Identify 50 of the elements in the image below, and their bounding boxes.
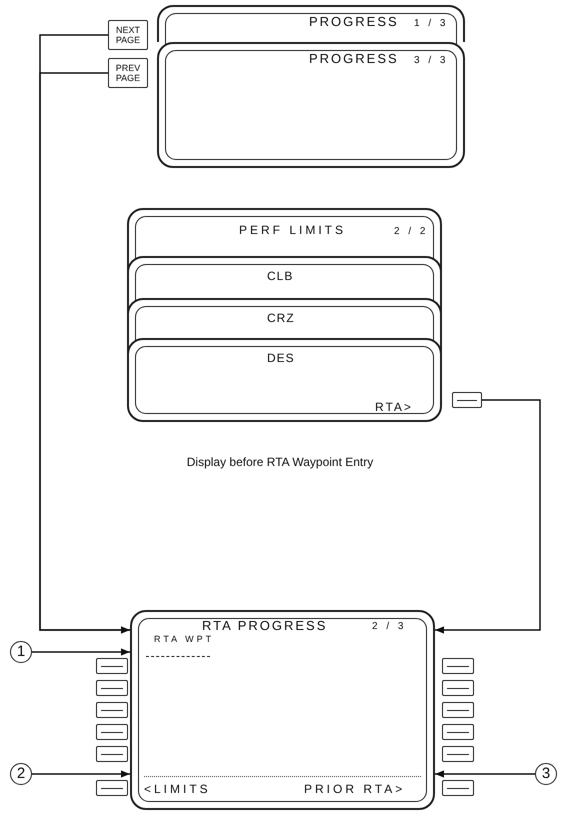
line-select-key xyxy=(442,780,474,796)
display-page xyxy=(127,298,442,338)
field-label: RTA WPT xyxy=(154,634,214,644)
callout-number: 1 xyxy=(16,643,26,661)
function-key xyxy=(108,20,148,50)
callout-circle xyxy=(10,641,32,663)
display-page xyxy=(127,256,442,298)
display-page xyxy=(157,5,465,42)
line-select-key xyxy=(442,680,474,696)
page-title: RTA PROGRESS xyxy=(202,618,328,633)
line-select-key xyxy=(442,746,474,762)
line-select-key xyxy=(96,780,128,796)
prompt-text: PRIOR RTA> xyxy=(304,782,406,796)
line-select-key xyxy=(96,724,128,740)
page-title: CLB xyxy=(267,269,294,283)
page-title: PROGRESS xyxy=(309,14,399,29)
line-select-key xyxy=(442,658,474,674)
callout-circle xyxy=(10,763,32,785)
arrow xyxy=(32,770,130,778)
line-select-key xyxy=(96,746,128,762)
page-title: DES xyxy=(267,351,295,365)
page-number: 2 / 2 xyxy=(394,226,428,237)
display-page xyxy=(127,338,442,422)
arrow xyxy=(435,770,535,778)
page-number: 3 / 3 xyxy=(414,55,448,66)
caption: Display before RTA Waypoint Entry xyxy=(186,455,374,469)
page-number: 1 / 3 xyxy=(414,18,448,29)
display-page xyxy=(157,42,465,168)
arrow xyxy=(435,399,541,634)
display-page xyxy=(127,208,442,420)
callout-number: 3 xyxy=(540,765,552,783)
function-key xyxy=(108,58,148,88)
page-title: PERF LIMITS xyxy=(239,223,346,237)
arrow xyxy=(32,648,130,656)
prompt-text: RTA> xyxy=(375,400,413,414)
line-select-key xyxy=(96,702,128,718)
key-label: NEXT PAGE xyxy=(114,24,142,46)
line-select-key xyxy=(96,680,128,696)
line-select-key xyxy=(442,702,474,718)
line-select-key xyxy=(96,658,128,674)
display-page xyxy=(130,610,435,810)
line-select-key xyxy=(442,724,474,740)
prompt-text: <LIMITS xyxy=(144,782,211,796)
key-label: PREV PAGE xyxy=(114,62,142,84)
page-number: 2 / 3 xyxy=(372,621,406,632)
page-title: CRZ xyxy=(267,311,295,325)
page-title: PROGRESS xyxy=(309,51,399,66)
callout-number: 2 xyxy=(16,765,26,783)
callout-circle xyxy=(535,763,557,785)
line-select-key xyxy=(452,392,482,408)
